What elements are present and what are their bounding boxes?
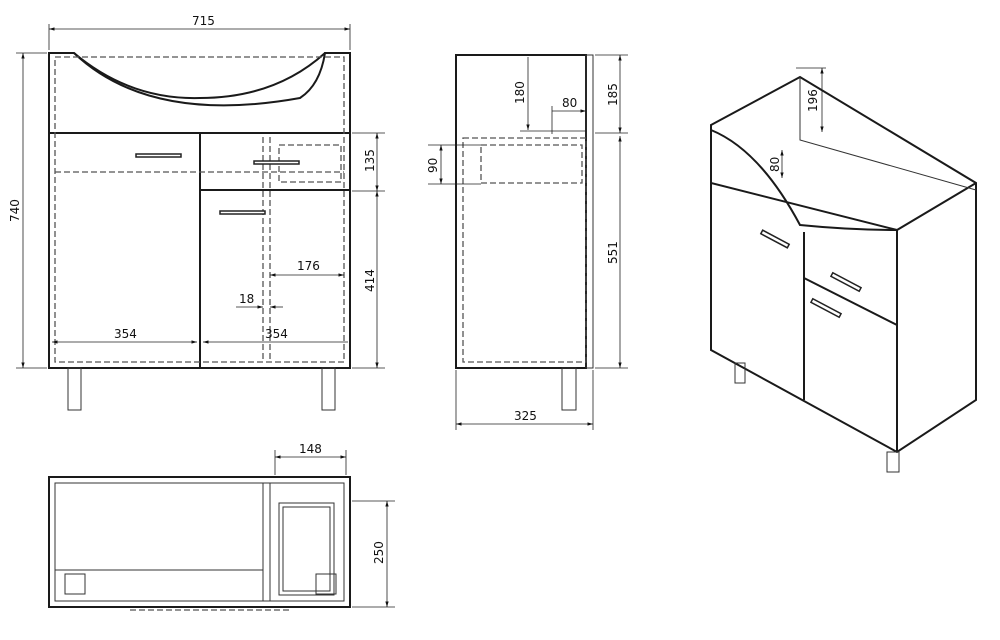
door-handle xyxy=(219,210,266,215)
leg xyxy=(734,362,746,384)
dim-total-width: 715 xyxy=(192,14,215,28)
leg xyxy=(886,451,900,473)
door-handle xyxy=(809,297,843,319)
drawer-handle xyxy=(253,160,300,165)
dim-compartment-depth: 250 xyxy=(372,541,386,564)
dim-shelf-width: 176 xyxy=(297,259,320,273)
dim-compartment-width: 148 xyxy=(299,442,322,456)
leg-mount xyxy=(315,573,337,595)
front-view: 715 740 135 414 176 18 354 354 xyxy=(8,14,385,411)
iso-outline xyxy=(710,75,977,454)
cabinet-outline xyxy=(48,52,351,369)
dim-left-door-width: 354 xyxy=(114,327,137,341)
door-handle xyxy=(759,229,791,249)
dim-panel-thickness: 18 xyxy=(239,292,254,306)
leg-mount xyxy=(64,573,86,595)
dim-right-door-width: 354 xyxy=(265,327,288,341)
dim-top-height: 185 xyxy=(606,83,620,106)
dim-depth: 325 xyxy=(514,409,537,423)
plan-view: 148 250 xyxy=(48,442,395,611)
leg xyxy=(67,367,82,411)
isometric-view: 196 80 xyxy=(710,67,977,473)
leg xyxy=(561,367,577,411)
plan-outline xyxy=(48,476,351,608)
leg xyxy=(321,367,336,411)
basin-curve xyxy=(73,52,326,100)
dim-iso-offset: 80 xyxy=(768,157,782,172)
drawer-handle xyxy=(829,271,863,293)
drawer-handle xyxy=(135,153,182,158)
side-view: 180 80 185 551 90 325 xyxy=(426,54,628,430)
dim-basin-depth: 180 xyxy=(513,81,527,104)
dim-offset: 80 xyxy=(562,96,577,110)
dim-drawer-height: 135 xyxy=(363,149,377,172)
dim-body-height: 551 xyxy=(606,241,620,264)
dim-total-height: 740 xyxy=(8,199,22,222)
dim-iso-height-top: 196 xyxy=(806,89,820,112)
dim-drawer-height: 90 xyxy=(426,158,440,173)
dim-door-height: 414 xyxy=(363,269,377,292)
